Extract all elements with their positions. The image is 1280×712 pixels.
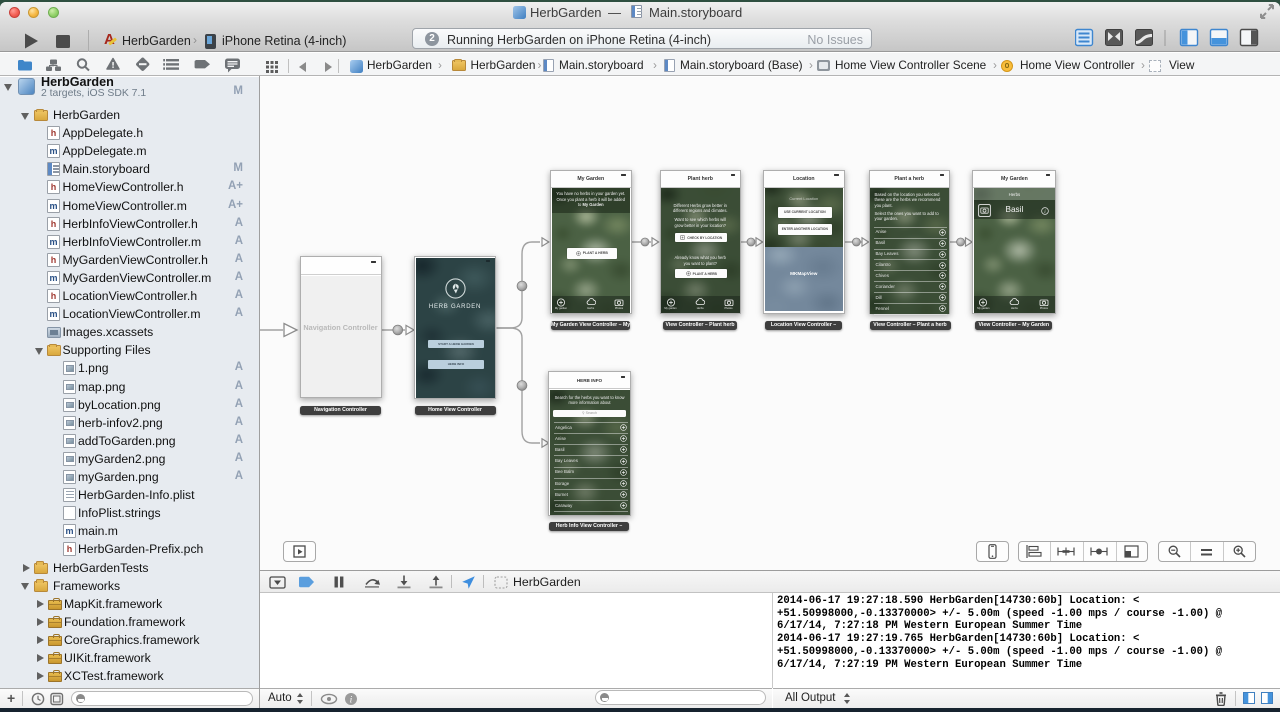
svg-text:i: i bbox=[350, 696, 353, 706]
svg-text:i: i bbox=[1045, 209, 1047, 215]
